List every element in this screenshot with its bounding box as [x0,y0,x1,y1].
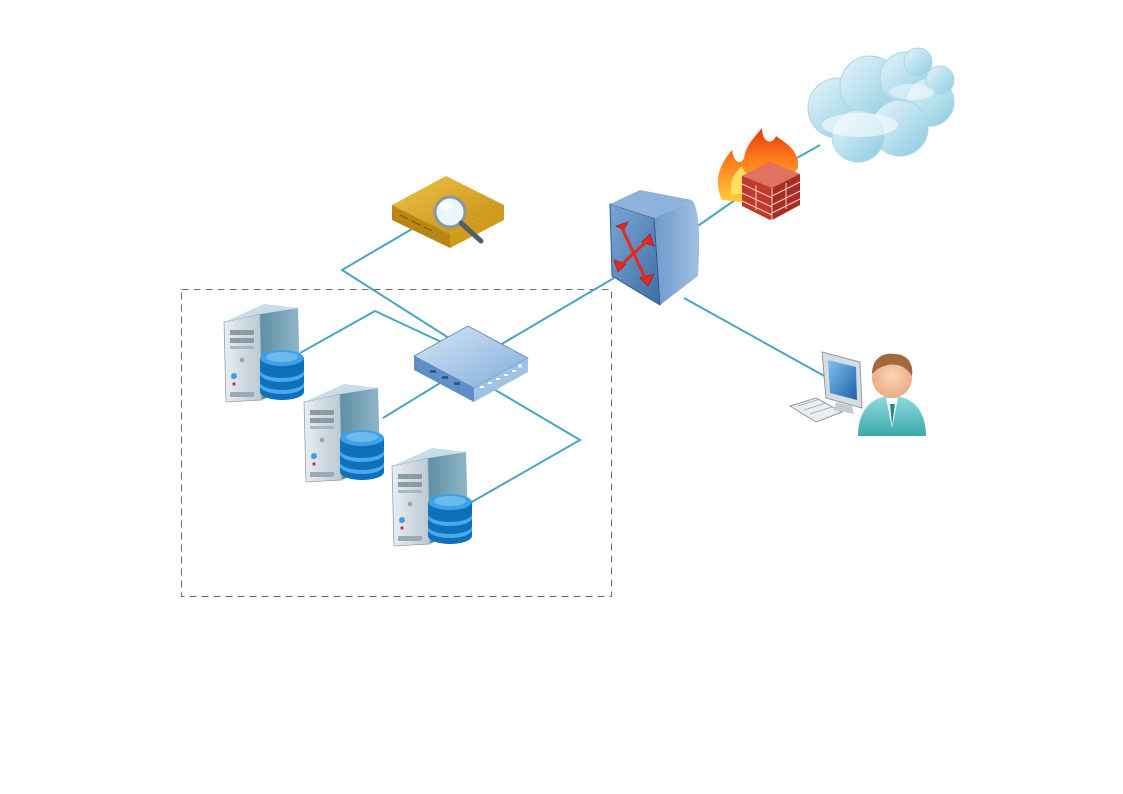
database-server-icon [391,447,473,547]
connection-links [299,144,829,504]
link-router-switch [499,277,615,346]
link-switch-server1 [299,309,453,354]
ids-magnifier-icon [392,176,504,248]
cloud-icon [807,47,955,163]
link-ids-switch [340,228,453,341]
firewall-icon [717,128,801,220]
link-router-user [683,297,829,379]
router-icon [609,190,700,306]
link-firewall-router [691,199,736,231]
database-server-icon [303,383,385,483]
database-server-icon [223,303,305,403]
server-cluster-boundary [181,289,612,597]
user-workstation-icon [788,351,926,436]
switch-icon [413,325,529,402]
link-switch-server3 [469,387,582,504]
link-switch-server2 [382,379,446,419]
